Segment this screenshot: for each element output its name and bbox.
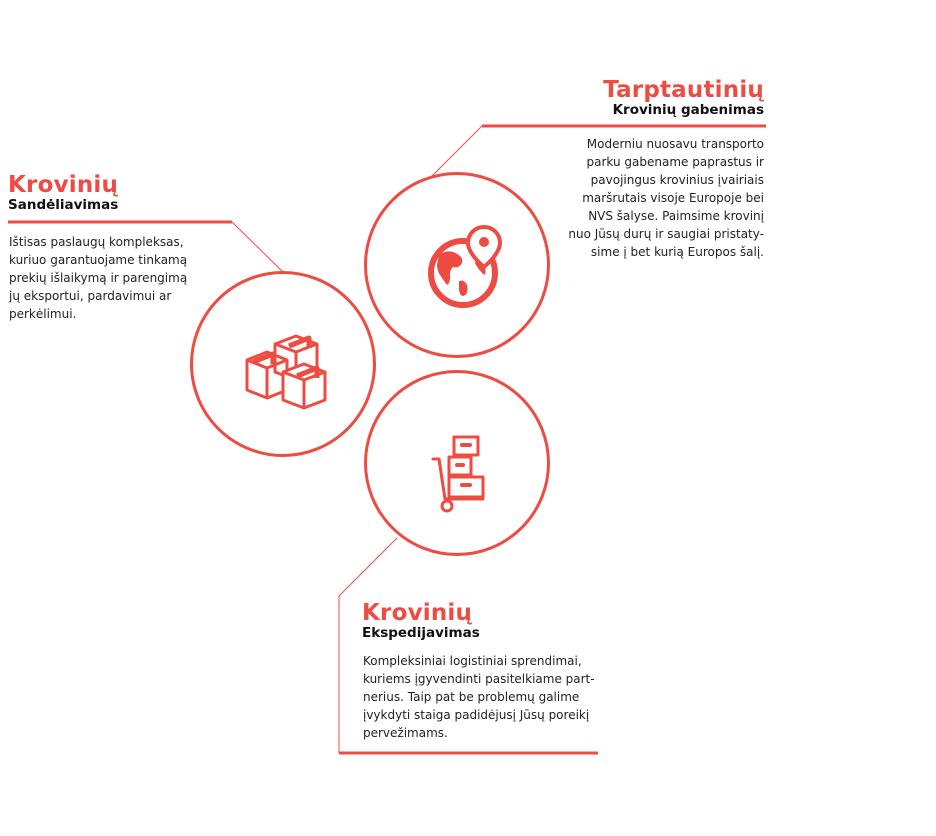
description-line: perkėlimui. <box>9 307 77 321</box>
description-line: parku gabename paprastus ir <box>586 155 765 169</box>
description-line: kuriems įgyvendinti pasitelkiame part- <box>363 672 595 686</box>
warehousing-title: Krovinių <box>8 172 119 198</box>
forwarding-description: Kompleksiniai logistiniai sprendimai, ku… <box>363 652 597 742</box>
transport-subtitle: Krovinių gabenimas <box>612 102 764 118</box>
description-line: pervežimams. <box>363 726 448 740</box>
warehousing-circle <box>190 271 376 457</box>
transport-description: Moderniu nuosavu transporto parku gabena… <box>504 135 764 261</box>
transport-block: Tarptautinių Krovinių gabenimas <box>464 78 764 119</box>
description-line: Moderniu nuosavu transporto <box>586 137 764 151</box>
description-line: jų eksportui, pardavimui ar <box>9 289 172 303</box>
description-line: sime į bet kurią Europos šalį. <box>590 245 764 259</box>
forwarding-title: Krovinių <box>362 600 473 626</box>
description-line: nuo Jūsų durų ir saugiai pristaty- <box>568 227 764 241</box>
warehousing-block: Krovinių Sandėliavimas <box>8 173 118 214</box>
forwarding-subtitle: Ekspedijavimas <box>362 625 480 641</box>
description-line: pavojingus krovinius įvairiais <box>590 173 764 187</box>
forwarding-connector <box>338 537 398 597</box>
description-line: kuriuo garantuojame tinkamą <box>9 253 188 267</box>
description-line: Ištisas paslaugų kompleksas, <box>9 235 184 249</box>
description-line: NVS šalyse. Paimsime krovinį <box>588 209 764 223</box>
warehousing-subtitle: Sandėliavimas <box>8 197 119 213</box>
forwarding-block: Krovinių Ekspedijavimas <box>362 601 480 642</box>
description-line: prekių išlaikymą ir parengimą <box>9 271 188 285</box>
transport-title: Tarptautinių <box>603 77 764 103</box>
boxes-icon <box>245 334 327 410</box>
warehousing-description: Ištisas paslaugų kompleksas, kuriuo gara… <box>9 233 229 323</box>
globe-location-icon <box>428 224 503 308</box>
forwarding-circle <box>364 370 550 556</box>
transport-connector <box>429 125 483 179</box>
hand-truck-icon <box>431 435 485 513</box>
transport-circle <box>364 172 550 358</box>
description-line: įvykdyti staiga padidėjusį Jūsų poreikį <box>363 708 590 722</box>
warehousing-connector <box>231 221 284 273</box>
description-line: nerius. Taip pat be problemų galime <box>363 690 580 704</box>
description-line: Kompleksiniai logistiniai sprendimai, <box>363 654 582 668</box>
description-line: maršrutais visoje Europoje bei <box>582 191 764 205</box>
